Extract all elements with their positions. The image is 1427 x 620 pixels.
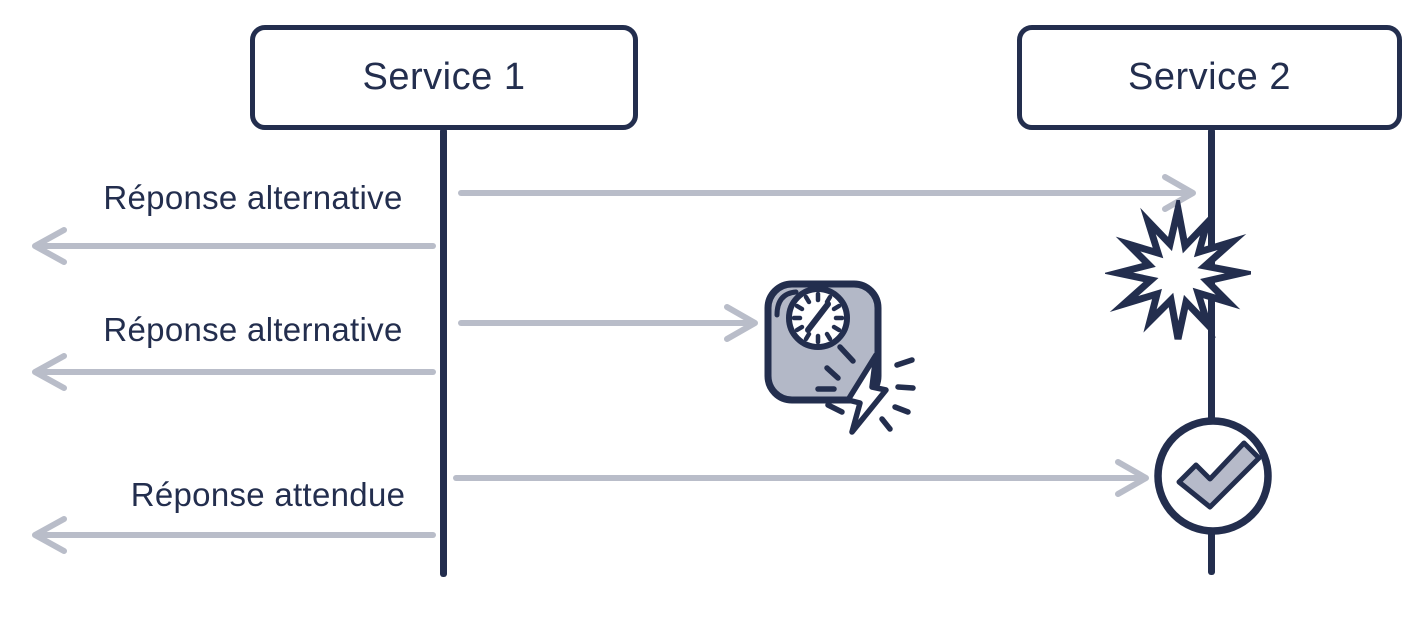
request-arrow-right-3	[453, 459, 1149, 497]
timeout-timer-lightning-icon	[764, 280, 916, 435]
actor-box-service-1: Service 1	[250, 25, 638, 130]
actor-box-service-2: Service 2	[1017, 25, 1402, 130]
explosion-error-icon	[1105, 200, 1251, 340]
message-label-3: Réponse attendue	[130, 476, 406, 513]
lifeline-service-2	[1208, 128, 1215, 575]
request-arrow-right-1	[458, 174, 1196, 212]
actor-label-service-1: Service 1	[362, 56, 526, 98]
message-label-1: Réponse alternative	[103, 179, 403, 216]
actor-label-service-2: Service 2	[1128, 56, 1291, 98]
message-label-2: Réponse alternative	[103, 311, 403, 348]
success-check-icon	[1154, 417, 1272, 535]
lifeline-service-1	[440, 128, 447, 577]
response-arrow-left-1	[32, 227, 436, 265]
response-arrow-left-2	[32, 353, 436, 391]
response-arrow-left-3	[32, 516, 436, 554]
request-arrow-right-2	[458, 304, 758, 342]
